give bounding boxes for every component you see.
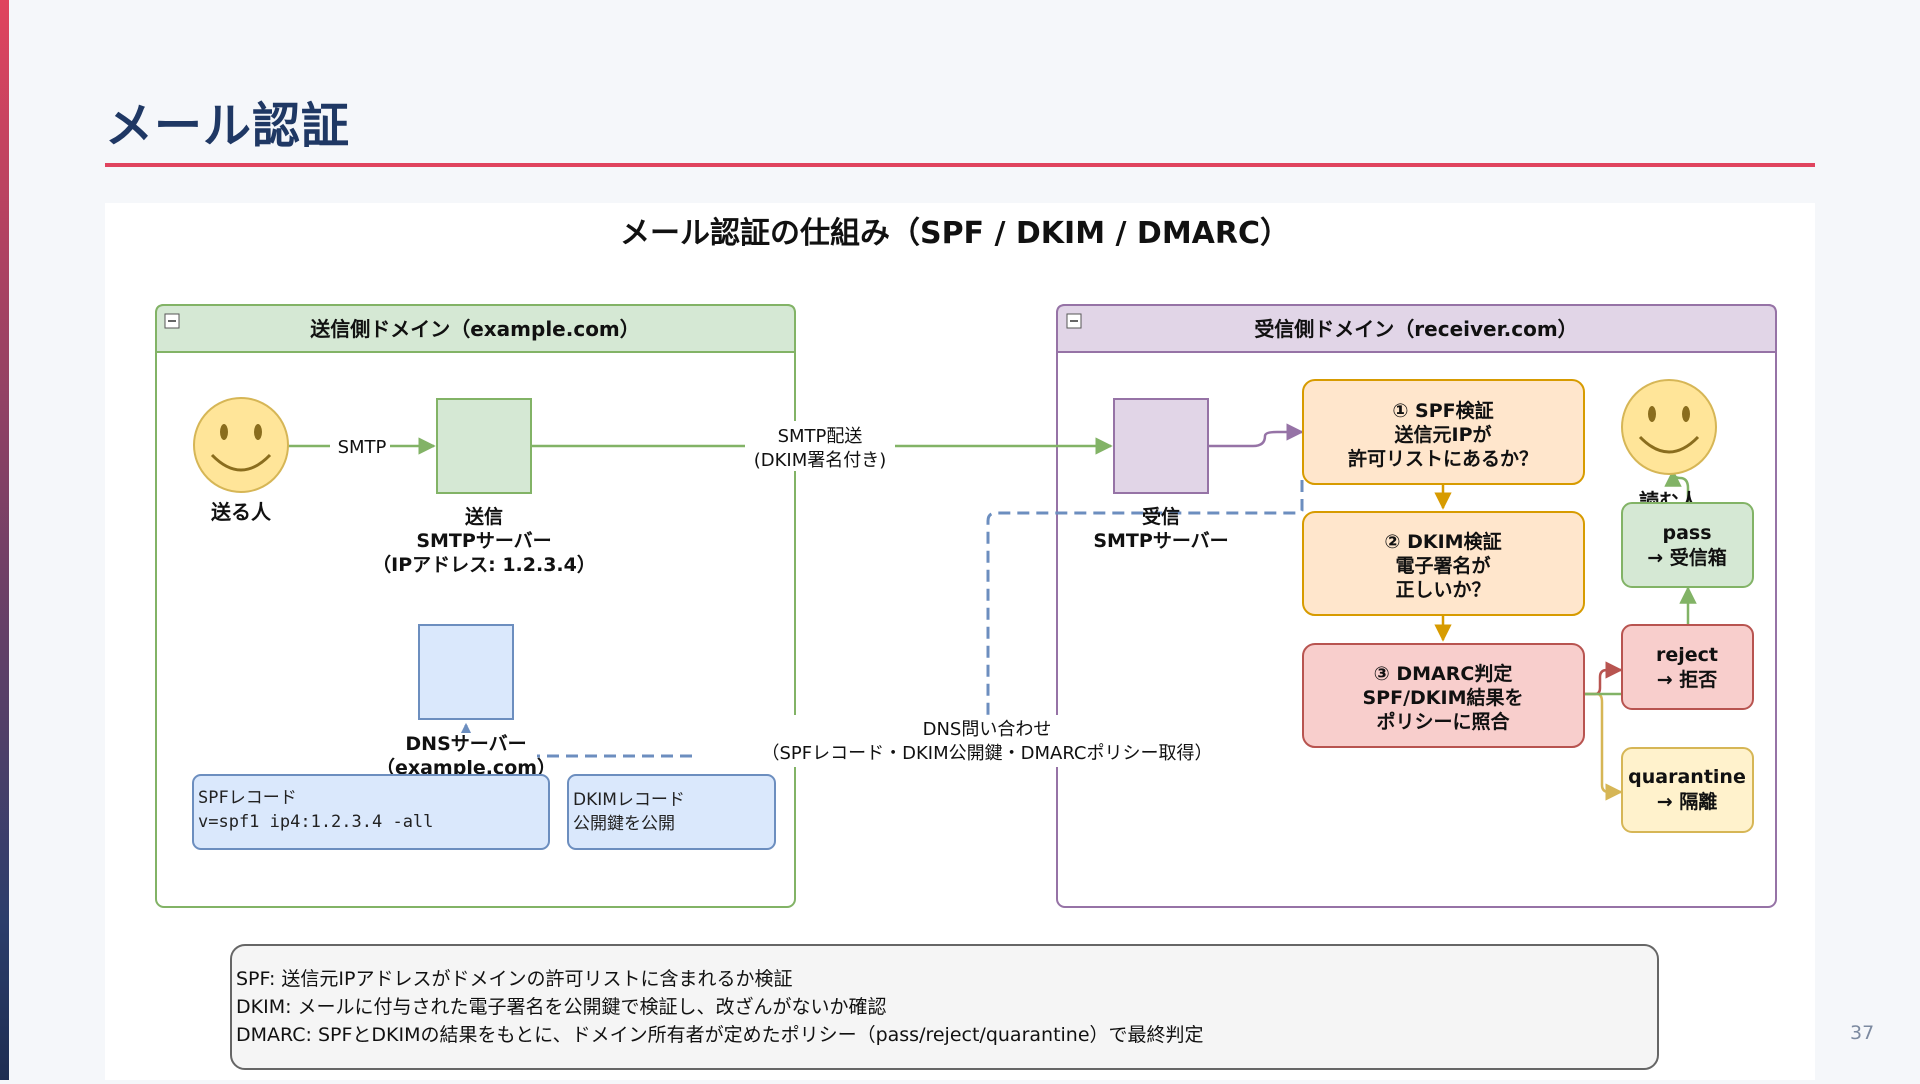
receiver-smtp-server-node [1113, 398, 1209, 494]
dmarc-check-line1: ③ DMARC判定 [1374, 662, 1513, 685]
outcome-pass-node: pass → 受信箱 [1621, 502, 1754, 588]
diagram-canvas: メール認証の仕組み（SPF / DKIM / DMARC） 送信側ドメイン（ex… [105, 203, 1815, 1080]
legend-dmarc: DMARC: SPFとDKIMの結果をもとに、ドメイン所有者が定めたポリシー（p… [236, 1024, 1204, 1046]
outcome-reject-line1: reject [1656, 644, 1718, 666]
dkim-record-box: DKIMレコード 公開鍵を公開 [567, 774, 776, 850]
dns-query-label-line1: DNS問い合わせ [923, 719, 1052, 740]
spf-check-line3: 許可リストにあるか？ [1348, 447, 1538, 470]
dns-server-label-line2: （example.com） [376, 756, 556, 779]
dkim-record-title: DKIMレコード [573, 790, 685, 810]
smtp-delivery-label-line2: (DKIM署名付き) [754, 450, 887, 471]
dns-server-node [418, 624, 514, 720]
left-accent-bar [0, 0, 9, 1080]
dkim-record-value: 公開鍵を公開 [573, 814, 675, 834]
dns-query-label-line2: （SPFレコード・DKIM公開鍵・DMARCポリシー取得） [761, 743, 1212, 764]
title-underline [105, 163, 1815, 167]
sender-smtp-label-line3: （IPアドレス: 1.2.3.4） [372, 553, 596, 576]
receiver-collapse-icon[interactable] [1066, 313, 1082, 329]
receiver-smtp-server-label: 受信 SMTPサーバー [1093, 505, 1228, 552]
outcome-reject-line2: → 拒否 [1657, 669, 1718, 691]
outcome-quarantine-line1: quarantine [1628, 766, 1746, 788]
dkim-check-line3: 正しいか？ [1395, 579, 1490, 601]
dns-query-edge: DNS問い合わせ （SPFレコード・DKIM公開鍵・DMARCポリシー取得） [455, 480, 1304, 767]
receiver-smtp-label-line2: SMTPサーバー [1093, 530, 1228, 552]
smtp-delivery-edge: SMTP配送 (DKIM署名付き) [532, 421, 1113, 471]
outcome-quarantine-node: quarantine → 隔離 [1621, 747, 1754, 833]
dmarc-check-line3: ポリシーに照合 [1376, 710, 1510, 733]
diagram-title: メール認証の仕組み（SPF / DKIM / DMARC） [620, 216, 1290, 251]
sender-smtp-label-line2: SMTPサーバー [416, 530, 551, 552]
spf-check-line2: 送信元IPが [1395, 423, 1492, 446]
outcome-pass-line1: pass [1662, 522, 1711, 544]
spf-record-box: SPFレコード v=spf1 ip4:1.2.3.4 -all [192, 774, 550, 850]
spf-check-node: ① SPF検証 送信元IPが 許可リストにあるか？ [1302, 379, 1585, 485]
dmarc-check-line2: SPF/DKIM結果を [1363, 686, 1524, 709]
spf-record-value: v=spf1 ip4:1.2.3.4 -all [198, 812, 433, 832]
spf-check-line1: ① SPF検証 [1392, 399, 1493, 422]
page-title: メール認証 [105, 98, 351, 154]
smtp-edge-label: SMTP [338, 437, 387, 458]
dmarc-check-node: ③ DMARC判定 SPF/DKIM結果を ポリシーに照合 [1302, 643, 1585, 748]
page-number: 37 [1850, 1022, 1875, 1044]
reader-person-icon [1621, 379, 1717, 475]
sender-domain-label: 送信側ドメイン（example.com） [310, 317, 640, 341]
outcome-quarantine-line2: → 隔離 [1657, 790, 1718, 813]
receiver-smtp-label-line1: 受信 [1142, 505, 1180, 528]
sender-person-label: 送る人 [211, 500, 272, 524]
outcome-pass-line2: → 受信箱 [1647, 546, 1727, 569]
outcome-reject-node: reject → 拒否 [1621, 624, 1754, 710]
legend-box: SPF: 送信元IPアドレスがドメインの許可リストに含まれるか検証 DKIM: … [230, 944, 1659, 1070]
spf-record-title: SPFレコード [198, 788, 297, 808]
smtp-delivery-label-line1: SMTP配送 [778, 426, 863, 447]
dns-server-label: DNSサーバー （example.com） [376, 733, 556, 781]
dns-server-label-line1: DNSサーバー [405, 733, 526, 755]
legend-spf: SPF: 送信元IPアドレスがドメインの許可リストに含まれるか検証 [236, 968, 792, 990]
receiver-to-spf-edge [1209, 423, 1304, 448]
dkim-check-line2: 電子署名が [1395, 554, 1490, 577]
receiver-domain-label: 受信側ドメイン（receiver.com） [1254, 317, 1577, 341]
sender-collapse-icon[interactable] [164, 313, 180, 329]
sender-smtp-label-line1: 送信 [465, 505, 503, 528]
mail-auth-diagram: メール認証の仕組み（SPF / DKIM / DMARC） 送信側ドメイン（ex… [155, 216, 1777, 1070]
sender-domain-group: 送信側ドメイン（example.com） [155, 304, 796, 908]
smtp-edge: SMTP [288, 435, 436, 458]
sender-smtp-server-label: 送信 SMTPサーバー （IPアドレス: 1.2.3.4） [372, 505, 596, 576]
sender-person-icon [193, 397, 289, 493]
sender-smtp-server-node [436, 398, 532, 494]
dkim-check-line1: ② DKIM検証 [1384, 530, 1501, 553]
dkim-check-node: ② DKIM検証 電子署名が 正しいか？ [1302, 511, 1585, 616]
legend-dkim: DKIM: メールに付与された電子署名を公開鍵で検証し、改ざんがないか確認 [236, 995, 887, 1018]
